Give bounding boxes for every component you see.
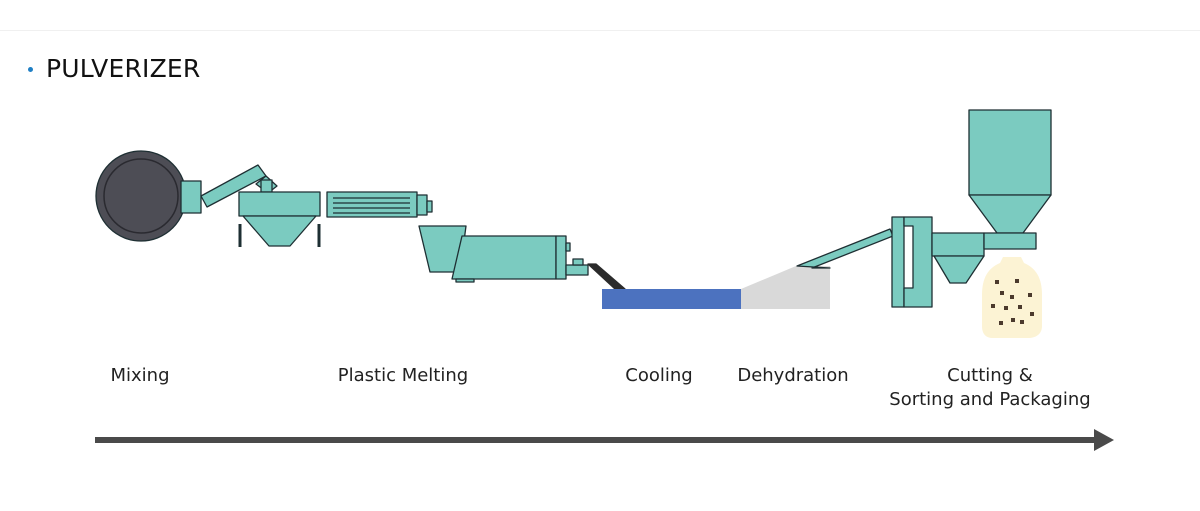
extruder — [418, 225, 589, 283]
pellets — [991, 279, 1034, 325]
pelletizer-cutter — [891, 216, 985, 308]
step-label-dehydration: Dehydration — [737, 365, 849, 386]
melting-barrel — [326, 191, 433, 218]
page-heading: PULVERIZER — [28, 54, 201, 83]
storage-silo — [968, 109, 1052, 250]
cooling-bath — [602, 289, 741, 309]
step-label-cutting-line2: Sorting and Packaging — [889, 389, 1091, 410]
page-title: PULVERIZER — [46, 54, 201, 83]
top-divider — [0, 30, 1200, 31]
step-label-cutting-line1: Cutting & — [947, 365, 1033, 386]
inclined-conveyor — [796, 228, 894, 269]
mixing-conveyor-pipe — [200, 164, 278, 208]
extruded-strand — [587, 263, 626, 290]
step-label-cooling: Cooling — [625, 365, 693, 386]
dehydration-unit — [741, 266, 830, 309]
mixing-drum — [95, 150, 202, 242]
bullet-icon — [28, 67, 33, 72]
step-label-plastic-melting: Plastic Melting — [337, 365, 469, 386]
mixer-hopper — [238, 191, 321, 247]
process-flow-arrow — [95, 429, 1114, 451]
step-label-mixing: Mixing — [110, 365, 170, 386]
step-label-cutting: Cutting & Sorting and Packaging — [870, 364, 1110, 412]
